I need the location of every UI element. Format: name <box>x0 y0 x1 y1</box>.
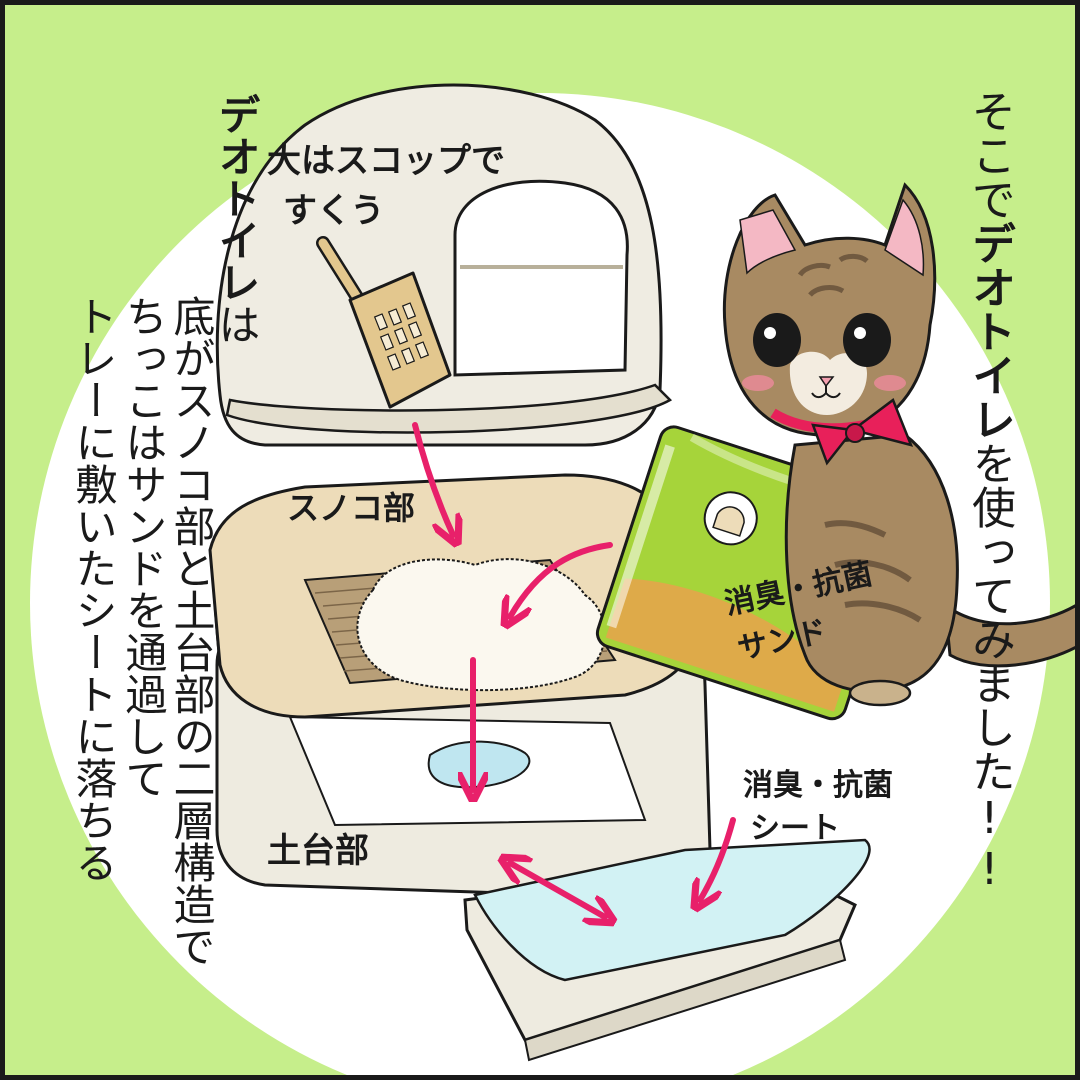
cat-illustration <box>722 182 1075 707</box>
illustration <box>30 83 1075 1075</box>
sand-granules <box>356 558 606 692</box>
headline-prefix: そこで <box>964 89 1015 221</box>
arrow-drawer-slide <box>510 863 605 917</box>
arrow-label-to-sheet <box>700 817 736 900</box>
explanation-product-name: デオトイレ <box>212 93 261 303</box>
explanation-col-4: トレーに敷いたシートに落ちる <box>69 295 118 883</box>
explanation-col-3: ちっこはサンドを通過して <box>119 295 168 799</box>
arrow-sand-to-tray <box>510 542 613 617</box>
sheet-label-line2: シート <box>750 811 840 846</box>
scoop-note-line1: 大はスコップで <box>267 141 505 181</box>
explanation-particle: は <box>212 303 261 345</box>
scoop-icon <box>316 236 452 409</box>
arrow-hood-to-sunoko <box>412 422 453 535</box>
sheet-label-line1: 消臭・抗菌 <box>743 768 893 803</box>
litter-box-hood <box>215 83 673 447</box>
sunoko-tray <box>208 473 697 719</box>
flow-arrows <box>412 422 736 917</box>
scoop-note-line2: すくう <box>283 191 385 231</box>
explanation-col-1: デオトイレは <box>210 93 262 345</box>
label-sunoko: スノコ部 <box>287 489 416 527</box>
headline-suffix: を使ってみました!! <box>964 441 1015 895</box>
label-base: 土台部 <box>267 831 369 871</box>
headline-product-name: デオトイレ <box>964 221 1015 441</box>
headline-narration: そこでデオトイレを使ってみました!! <box>963 89 1015 895</box>
explanation-col-2: 底がスノコ部と土台部の二層構造で <box>167 295 216 967</box>
